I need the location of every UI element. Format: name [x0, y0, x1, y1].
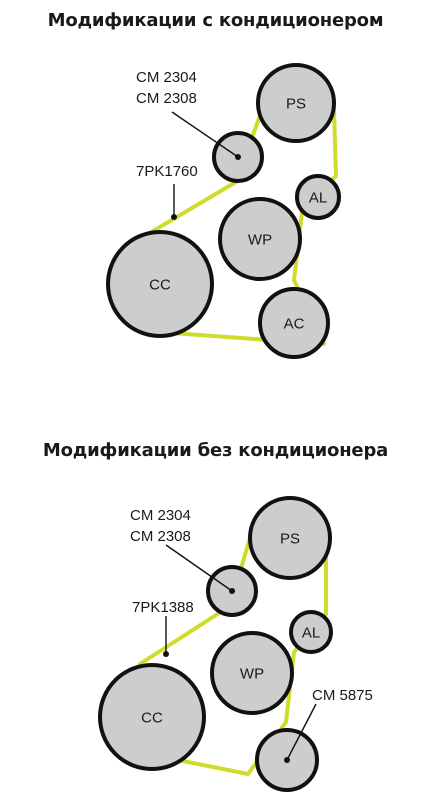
idler-code: CM 5875 [312, 687, 373, 704]
tensioner-marker-dot [229, 588, 235, 594]
pulley-al [289, 610, 333, 654]
belt-code: 7PK1388 [132, 599, 194, 616]
pulley-cc [98, 663, 206, 771]
belt-code: 7PK1760 [136, 163, 198, 180]
tensioner-code-1: CM 2304 [136, 69, 197, 86]
pulley-ps [256, 63, 336, 143]
belt-marker-dot [171, 214, 177, 220]
tensioner-code-2: CM 2308 [130, 528, 191, 545]
pulley-wp-label: WP [248, 232, 272, 249]
pulley-cc-label: CC [149, 277, 171, 294]
pulley-cc [106, 230, 214, 338]
pulley-wp [210, 631, 294, 715]
pulley-ps-label: PS [280, 531, 300, 548]
pulley-ps [248, 496, 332, 580]
belt-diagram-with-ac: PS AL WP CC AC CM 2304 CM 2308 7PK1760 [106, 63, 341, 359]
belt-diagram-without-ac: PS AL WP CC CM 2304 CM 2308 7PK1388 CM 5… [98, 496, 373, 792]
idler-leader-line [286, 703, 317, 761]
tensioner-leader-line [171, 111, 239, 158]
tensioner-code-1: CM 2304 [130, 507, 191, 524]
pulley-ps-label: PS [286, 96, 306, 113]
pulley-al [295, 174, 341, 220]
tensioner-marker-dot [235, 154, 241, 160]
tensioner-code-2: CM 2308 [136, 90, 197, 107]
pulley-wp-label: WP [240, 666, 264, 683]
tensioner-leader-line [165, 544, 233, 592]
idler-marker-dot [284, 757, 290, 763]
pulley-al-label: AL [309, 190, 327, 207]
pulley-ac [258, 287, 330, 359]
pulley-al-label: AL [302, 625, 320, 642]
section-title-without-ac: Модификации без кондиционера [42, 440, 389, 461]
pulley-cc-label: CC [141, 710, 163, 727]
pulley-ac-label: AC [284, 316, 305, 333]
section-title-with-ac: Модификации с кондиционером [47, 10, 384, 31]
belt-marker-dot [163, 651, 169, 657]
pulley-wp [218, 197, 302, 281]
